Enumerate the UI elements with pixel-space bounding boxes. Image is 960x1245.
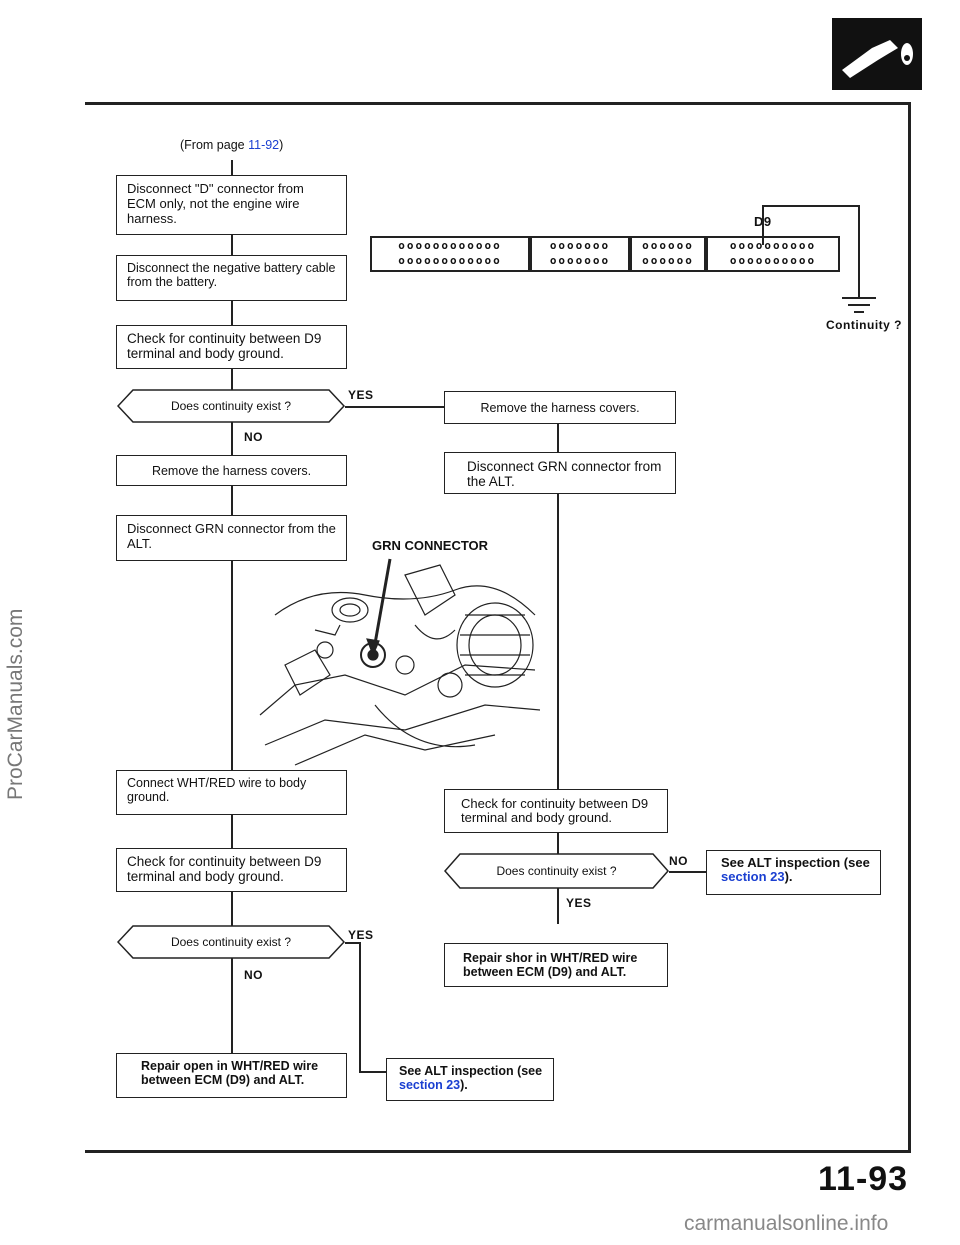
step-check-continuity-right: Check for continuity between D9 terminal… — [444, 789, 668, 833]
q1-no-label: NO — [244, 430, 263, 444]
page-number: 11-93 — [818, 1160, 909, 1198]
from-page-note: (From page 11-92) — [180, 138, 284, 152]
step-disconnect-grn-left: Disconnect GRN connector from the ALT. — [116, 515, 347, 561]
q1-yes-line — [345, 406, 445, 408]
step-check-continuity-2: Check for continuity between D9 terminal… — [116, 848, 347, 892]
section-23-link-left[interactable]: section 23 — [399, 1078, 461, 1092]
right-spine — [557, 424, 559, 924]
qr-yes-label: YES — [566, 896, 592, 910]
frame-right — [908, 102, 911, 1152]
q2-yes-line-h2 — [359, 1071, 387, 1073]
ground-icon — [840, 296, 878, 320]
watermark: ProCarManuals.com — [4, 608, 27, 800]
step-disconnect-grn-right: Disconnect GRN connector from the ALT. — [444, 452, 676, 494]
q2-yes-label: YES — [348, 928, 374, 942]
from-page-link[interactable]: 11-92 — [248, 138, 280, 152]
step-remove-harness-covers-left: Remove the harness covers. — [116, 455, 347, 486]
question-continuity-2: Does continuity exist ? — [117, 925, 345, 959]
probe-line-h — [762, 205, 859, 207]
continuity-label: Continuity ? — [826, 318, 902, 332]
result-repair-open: Repair open in WHT/RED wire between ECM … — [116, 1053, 347, 1098]
q2-yes-line-h — [345, 942, 360, 944]
qr-no-label: NO — [669, 854, 688, 868]
q1-yes-label: YES — [348, 388, 374, 402]
frame-bottom — [85, 1150, 911, 1153]
q2-yes-line-v — [359, 942, 361, 1072]
step-disconnect-d-connector: Disconnect "D" connector from ECM only, … — [116, 175, 347, 235]
result-see-alt-right: See ALT inspection (see section 23). — [706, 850, 881, 895]
step-connect-wht-red: Connect WHT/RED wire to body ground. — [116, 770, 347, 815]
qr-no-line — [669, 871, 707, 873]
step-remove-harness-covers-right: Remove the harness covers. — [444, 391, 676, 424]
left-spine — [231, 160, 233, 1053]
fuel-system-icon — [832, 18, 922, 90]
probe-line-v2 — [858, 205, 860, 298]
section-23-link-right[interactable]: section 23 — [721, 869, 785, 884]
result-repair-short: Repair shor in WHT/RED wire between ECM … — [444, 943, 668, 987]
footer-watermark: carmanualsonline.info — [684, 1212, 889, 1235]
q2-no-label: NO — [244, 968, 263, 982]
engine-illustration — [255, 555, 545, 770]
step-check-continuity-1: Check for continuity between D9 terminal… — [116, 325, 347, 369]
step-disconnect-battery: Disconnect the negative battery cable fr… — [116, 255, 347, 301]
frame-top — [85, 102, 911, 105]
question-continuity-1: Does continuity exist ? — [117, 389, 345, 423]
result-see-alt-left: See ALT inspection (see section 23). — [386, 1058, 554, 1101]
grn-connector-label: GRN CONNECTOR — [372, 538, 489, 553]
probe-line-v1 — [762, 205, 764, 245]
question-continuity-right: Does continuity exist ? — [444, 853, 669, 889]
